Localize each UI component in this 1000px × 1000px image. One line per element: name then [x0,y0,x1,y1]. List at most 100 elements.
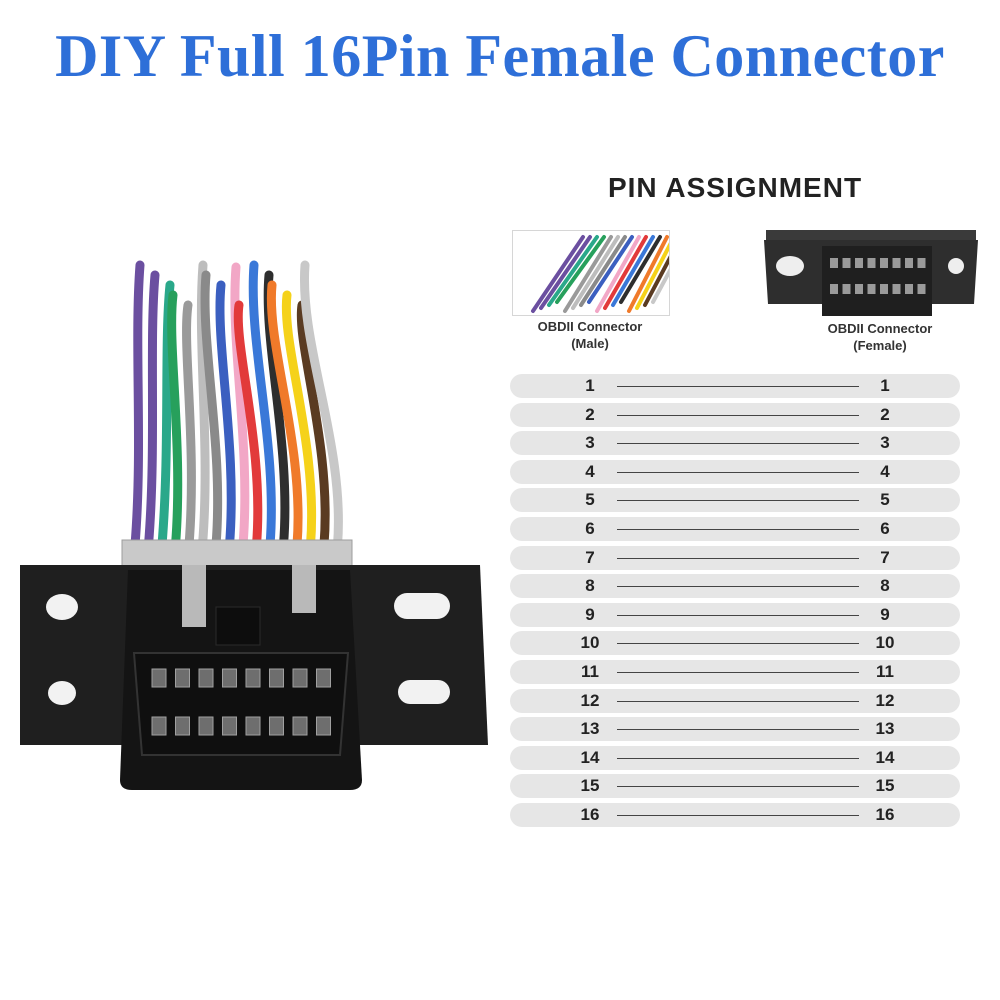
thumb-pin [917,258,926,268]
pin-cavity [151,716,167,736]
thumb-pin [830,258,838,268]
pin-row: 13 13 [510,717,960,742]
female-caption: OBDII Connector (Female) [780,320,980,354]
thumb-pin [905,258,913,268]
female-connector-thumbnail [764,230,978,316]
pin-cavities [151,668,331,736]
thumb-pin [855,258,863,268]
connector-product-image [20,260,488,790]
latch-right [292,565,316,613]
male-pin-number: 13 [580,719,600,739]
pin-connection-line [617,528,859,530]
pin-cavity [292,668,308,688]
male-pin-number: 8 [585,576,595,596]
thumb-pin [880,284,888,294]
socket-face [132,652,350,756]
thumb-wire [539,235,592,310]
pin-connection-line [617,386,859,387]
thumb-wire [547,235,599,307]
wire [230,262,250,550]
thumb-pin [867,258,876,268]
wire-bundle [130,260,343,550]
pin-connection-line [617,814,859,816]
thumb-wire [595,235,641,313]
female-pin-number: 7 [880,547,890,567]
female-pin-number: 10 [875,633,895,653]
thumb-wire [563,235,613,313]
thumb-pin [880,258,888,268]
pin-cavity [222,668,237,688]
pin-cavity [269,716,284,736]
thumb-wire [651,268,669,304]
mount-hole-left-bottom [48,681,76,705]
female-pin-number: 15 [875,776,895,796]
wire [167,290,183,550]
male-pin-number: 6 [585,518,595,538]
wire [299,260,343,550]
male-pin-number: 7 [585,547,595,567]
female-pin-number: 13 [875,719,895,739]
wire [200,270,223,550]
female-pin-number: 3 [880,433,890,453]
male-pin-number: 2 [585,404,595,424]
key-tab [215,606,261,646]
thumb-wire [611,235,655,307]
pin-connection-line [617,757,859,759]
pin-cavity [245,668,261,688]
male-pin-number: 3 [585,433,595,453]
wire [233,300,263,550]
male-pin-number: 4 [585,461,595,481]
male-pin-number: 12 [580,690,600,710]
thumb-pin [917,284,926,294]
female-pin-number: 5 [880,490,890,510]
thumb-pin [842,258,851,268]
wire [266,280,303,550]
wire [215,280,236,550]
pin-cavity [175,716,190,736]
mount-slot-right-top [394,593,450,619]
thumb-pin [892,258,901,268]
thumb-pin [842,284,851,294]
mount-hole-left-top [46,594,78,620]
wire [248,260,276,550]
thumb-wire [571,235,620,310]
female-pin-number: 16 [875,804,895,824]
pin-connection-line [617,471,859,473]
pin-connection-line [617,671,859,673]
mount-slot-right-bottom [398,680,450,704]
male-caption-line-1: OBDII Connector [537,319,643,334]
female-pin-number: 6 [880,518,890,538]
pin-cavity [175,668,190,688]
female-caption-line-2: (Female) [853,338,907,353]
pin-connection-line [617,414,859,416]
female-pin-number: 11 [876,661,894,681]
page-title: DIY Full 16Pin Female Connector [55,23,945,89]
female-thumb-pins [830,258,926,294]
pin-row: 11 11 [510,659,960,684]
wire [144,270,160,550]
female-thumb-hole-right [948,258,964,274]
thumb-wire [619,235,662,304]
thumb-wire [635,242,669,310]
pin-cavity [198,716,214,736]
pin-cavity [245,716,261,736]
male-pin-number: 5 [585,490,595,510]
pin-cavity [151,668,167,688]
male-connector-thumbnail [512,230,670,316]
male-pin-number: 11 [581,661,599,681]
pin-connection-line [617,557,859,559]
thumb-pin [892,284,901,294]
pin-cavity [269,668,284,688]
male-caption-line-2: (Male) [571,336,609,351]
female-thumb-hole-left [776,256,804,276]
thumb-pin [867,284,876,294]
thumb-wire [643,255,669,307]
thumb-wire [555,235,606,304]
pin-assignment-heading: PIN ASSIGNMENT [607,172,863,203]
